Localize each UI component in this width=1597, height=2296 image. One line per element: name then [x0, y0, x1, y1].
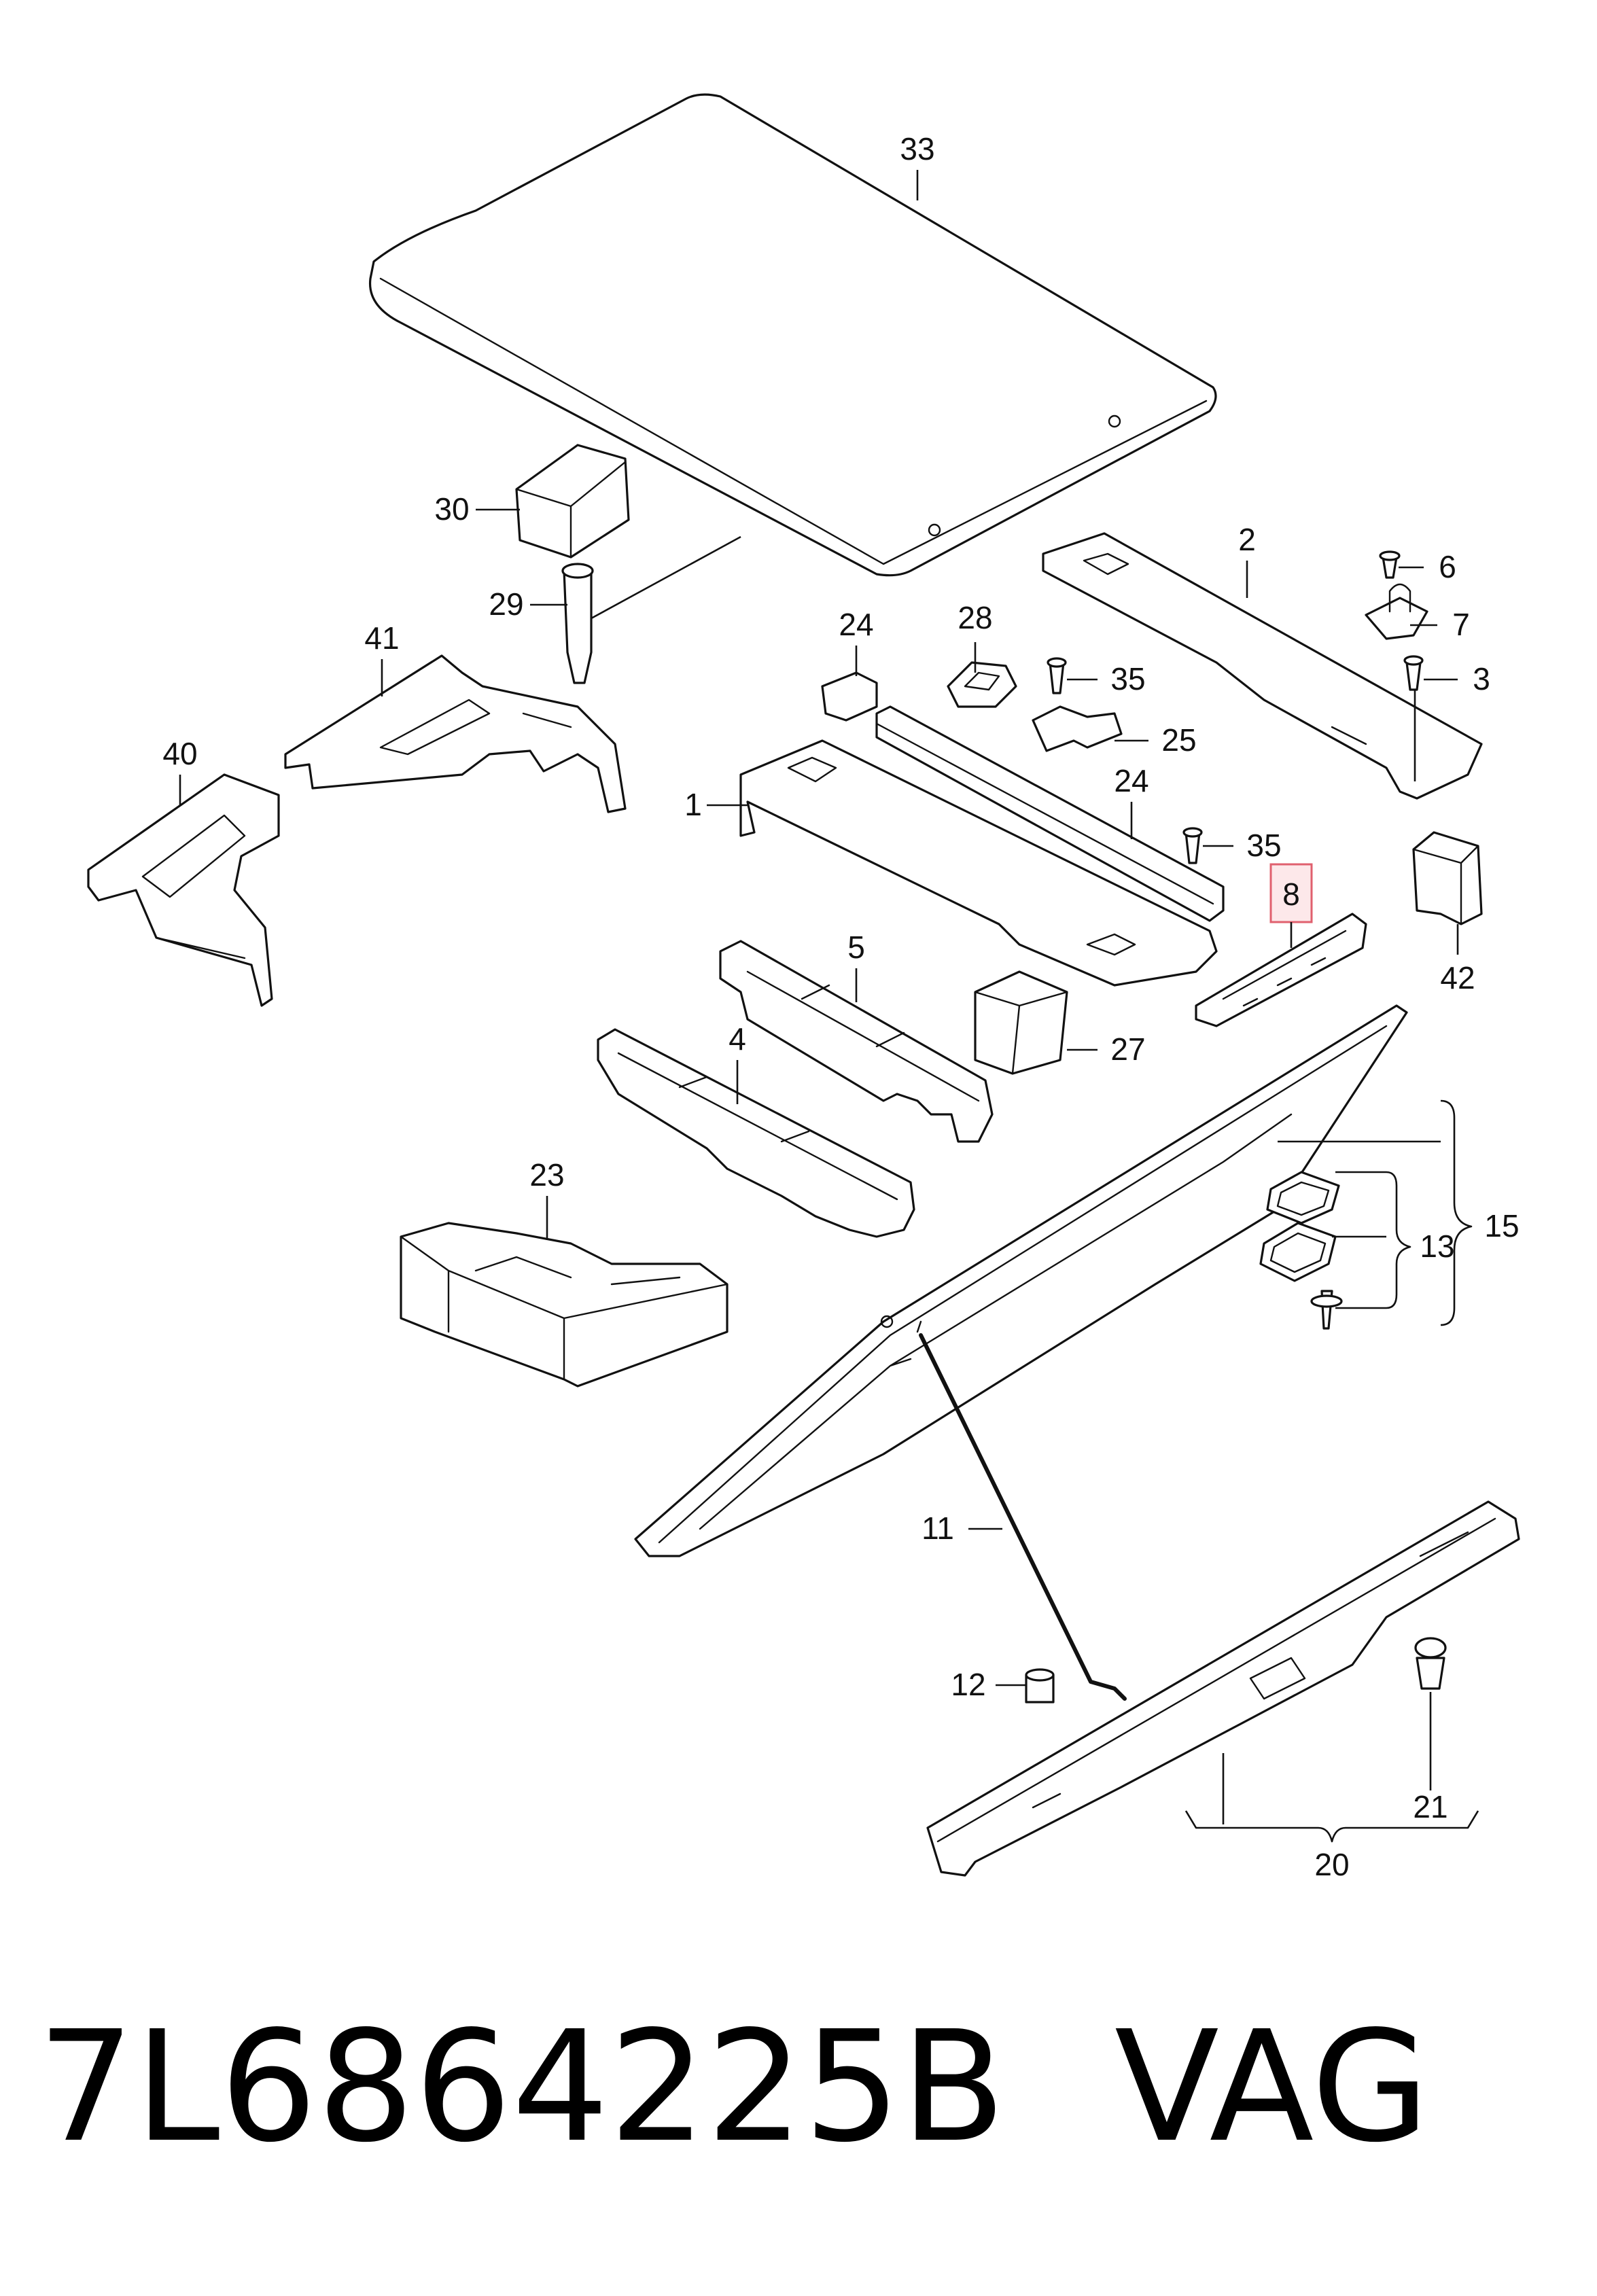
callout-35-lower-label: 35 [1246, 828, 1281, 863]
callout-35-upper-label: 35 [1110, 661, 1145, 696]
callout-12: 12 [951, 1667, 1026, 1702]
callout-23-label: 23 [529, 1157, 564, 1193]
part-4-lower-rail [597, 1028, 915, 1238]
part-6-screw [1379, 550, 1401, 579]
part-cargo-floor-lid [634, 1004, 1408, 1557]
callout-6: 6 [1399, 549, 1456, 584]
callout-7-label: 7 [1452, 607, 1470, 642]
callout-2: 2 [1238, 522, 1256, 598]
callout-7: 7 [1410, 607, 1470, 642]
part-13-screw [1310, 1290, 1343, 1330]
callout-8-label: 8 [1282, 877, 1300, 912]
callout-21-label: 21 [1413, 1789, 1447, 1824]
part-40-frame-bracket [87, 773, 280, 1007]
callout-25-label: 24 [839, 607, 873, 642]
callout-11-label: 11 [922, 1511, 954, 1546]
part-26-bracket [1032, 705, 1123, 752]
callout-15-label: 15 [1484, 1208, 1519, 1243]
callout-20-21: 21 20 [1184, 1692, 1479, 1882]
callout-35-lower: 35 [1203, 828, 1282, 863]
part-number: 7L6864225B [37, 1998, 1006, 2176]
part-7-lashing-eye [1365, 583, 1428, 640]
callout-12-label: 12 [951, 1667, 985, 1702]
callout-29-label: 29 [489, 586, 523, 622]
callout-23: 23 23 [529, 1157, 565, 1240]
callout-13-label: 13 [1420, 1229, 1454, 1264]
part-21-push-clip [1414, 1637, 1447, 1690]
part-27-foam-block [974, 970, 1068, 1075]
callout-40: 40 [162, 736, 198, 805]
callout-5-label: 5 [847, 930, 865, 965]
part-20-sill-trim [926, 1500, 1520, 1877]
callout-40-label: 40 [162, 736, 197, 771]
callout-3: 3 [1414, 661, 1490, 781]
part-42-mount-bracket [1412, 831, 1483, 925]
part-13-grommet [1259, 1222, 1337, 1282]
callout-1: 1 [684, 787, 748, 822]
callout-4-label: 4 [729, 1021, 746, 1057]
callout-28: 28 [958, 600, 993, 673]
part-35-screw-upper [1047, 657, 1067, 694]
callout-33: 33 [900, 131, 935, 200]
callout-26-label: 25 [1161, 722, 1196, 758]
callout-42: 42 [1440, 924, 1475, 995]
callout-25: 24 [839, 607, 874, 676]
part-3-bolt [1403, 655, 1424, 691]
callout-24-label: 24 [1114, 763, 1148, 798]
callout-3-label: 3 [1473, 661, 1490, 696]
callout-1-label: 1 [684, 787, 702, 822]
part-24-trim-bar [875, 705, 1225, 922]
callout-27-label: 27 [1110, 1031, 1145, 1067]
callout-5: 5 [847, 930, 865, 1002]
callout-6-label: 6 [1439, 549, 1456, 584]
part-1-side-panel [739, 739, 1218, 987]
callout-28-label: 28 [958, 600, 992, 635]
callout-4: 4 [729, 1021, 746, 1104]
callout-2-label: 2 [1238, 522, 1256, 557]
callout-27: 27 [1067, 1031, 1146, 1067]
callout-33-label: 33 [900, 131, 934, 166]
callout-26: 25 [1115, 722, 1197, 758]
part-2-rear-panel [1042, 532, 1483, 800]
part-33-floor-panel [368, 93, 1217, 577]
part-41-frame-bracket [284, 654, 627, 813]
callout-20-label: 20 [1314, 1847, 1349, 1882]
part-5-side-rail [719, 940, 994, 1143]
callout-41: 41 [364, 620, 400, 696]
callout-24: 24 [1114, 763, 1149, 839]
part-23-foam-tray [400, 1222, 729, 1388]
part-11-support-rod [916, 1320, 1127, 1701]
part-8-retainer-strip [1195, 913, 1367, 1027]
part-30-storage-box [515, 444, 630, 559]
brand-label: VAG [1115, 1998, 1430, 2176]
callout-30-label: 30 [434, 491, 469, 527]
callout-42-label: 42 [1440, 960, 1475, 995]
callout-41-label: 41 [364, 620, 399, 656]
callout-8-highlighted: 8 [1269, 863, 1313, 948]
part-25-clip [821, 671, 878, 722]
callout-30: 30 [434, 491, 520, 527]
part-28-handle [947, 661, 1017, 708]
part-12-rubber-buffer [1025, 1668, 1055, 1703]
callout-13-15-brackets: 13 15 [1278, 1099, 1520, 1326]
part-29-support-pin [561, 535, 741, 684]
callout-29: 29 [489, 586, 567, 622]
callout-35-upper: 35 [1067, 661, 1146, 696]
callout-11: 11 [922, 1511, 1002, 1546]
part-35-screw-lower [1182, 827, 1203, 864]
part-13-cover-cap [1266, 1171, 1340, 1224]
